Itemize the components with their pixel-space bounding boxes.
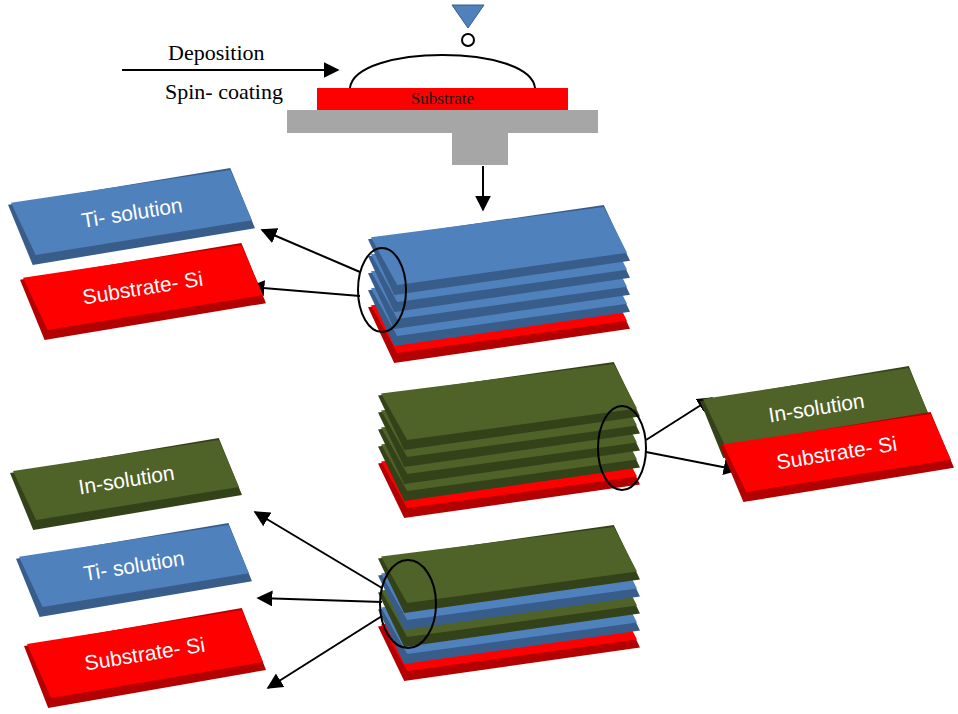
substrate-label: Substrate — [411, 89, 474, 109]
layer-stack — [378, 362, 640, 518]
process-label: Deposition — [168, 40, 265, 66]
process-arrow — [122, 69, 338, 71]
leader-arrow — [258, 598, 382, 602]
down-arrow — [482, 166, 484, 210]
layer-stack — [378, 525, 640, 681]
plate-face — [723, 414, 951, 492]
leader-arrow — [268, 616, 382, 688]
plate-edge — [10, 438, 242, 530]
leader-arrow — [262, 230, 360, 272]
layer-face — [381, 527, 637, 603]
solution-plate: Substrate- Si — [24, 608, 266, 708]
plate-face — [27, 610, 263, 698]
layer-stack — [368, 205, 630, 363]
plate-edge — [720, 412, 954, 502]
layer-edge — [378, 525, 640, 613]
highlight-ellipse — [380, 560, 436, 648]
solution-plate: In-solution — [10, 438, 242, 530]
plate-face — [13, 440, 239, 520]
highlight-ellipse — [358, 248, 406, 332]
dropper — [452, 5, 484, 28]
plate-face — [11, 170, 252, 255]
solution-plate: Substrate- Si — [20, 243, 266, 340]
plate-face — [23, 245, 263, 330]
layer-face — [381, 364, 637, 440]
spin-chuck — [287, 110, 598, 133]
layer-face — [371, 207, 627, 285]
plate-edge — [24, 608, 266, 708]
leader-arrow — [250, 287, 360, 296]
solution-drop — [350, 55, 535, 88]
spin-shaft — [452, 133, 508, 165]
droplet — [462, 34, 474, 46]
highlight-ellipse — [598, 406, 646, 490]
leader-arrow — [255, 512, 382, 588]
solution-plate: Substrate- Si — [720, 412, 954, 502]
process-label: Spin- coating — [165, 79, 283, 105]
plate-face — [19, 525, 249, 607]
layer-edge — [368, 205, 630, 295]
layer-edge — [378, 362, 640, 450]
substrate-block: Substrate — [317, 88, 568, 110]
plate-edge — [20, 243, 266, 340]
plate-edge — [16, 523, 252, 617]
substrate-rect — [317, 88, 568, 110]
solution-plate: Ti- solution — [16, 523, 252, 617]
